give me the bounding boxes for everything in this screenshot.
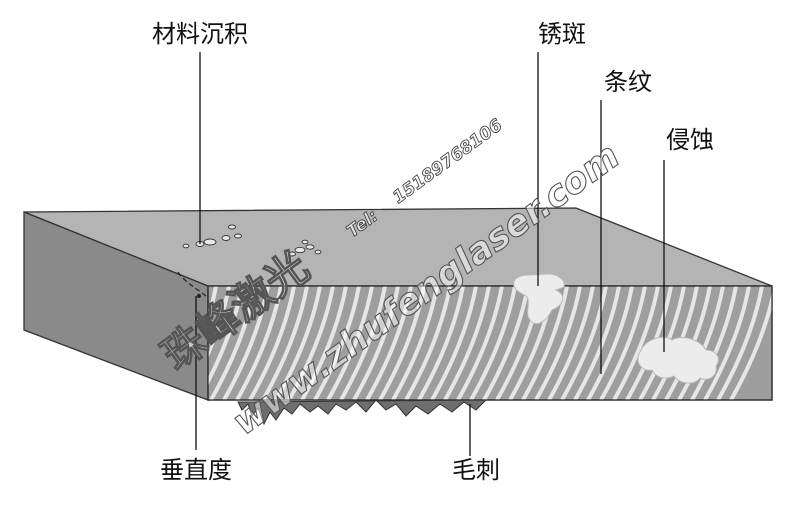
striation-line bbox=[469, 286, 517, 400]
striation-line bbox=[352, 286, 400, 400]
watermark-phone: 15189768106 bbox=[389, 115, 506, 208]
striation-line bbox=[560, 286, 608, 400]
striation-line bbox=[599, 286, 647, 400]
striation-line bbox=[521, 286, 569, 400]
label-deposit: 材料沉积 bbox=[152, 20, 248, 48]
striation-line bbox=[547, 286, 595, 400]
erosion-patch bbox=[637, 336, 719, 384]
striation-line bbox=[482, 286, 530, 400]
perpendicularity-arc bbox=[177, 271, 209, 299]
label-erosion: 侵蚀 bbox=[666, 126, 714, 154]
striation-line bbox=[235, 286, 283, 400]
striation-line bbox=[208, 286, 218, 400]
label-burr: 毛刺 bbox=[452, 456, 500, 484]
striation-lines bbox=[208, 286, 772, 400]
striation-line bbox=[222, 286, 270, 400]
striation-line bbox=[339, 286, 387, 400]
striation-line bbox=[287, 286, 335, 400]
striation-line bbox=[703, 286, 751, 400]
label-rust: 锈斑 bbox=[538, 20, 586, 48]
striation-line bbox=[404, 286, 452, 400]
striation-line bbox=[391, 286, 439, 400]
striation-line bbox=[716, 286, 764, 400]
striation-line bbox=[612, 286, 660, 400]
label-perpendicularity: 垂直度 bbox=[160, 456, 232, 484]
burr-dross bbox=[237, 399, 488, 426]
striation-line bbox=[690, 286, 738, 400]
deposit-spatter bbox=[182, 224, 322, 257]
striation-line bbox=[209, 286, 257, 400]
striation-line bbox=[261, 286, 309, 400]
rust-spot bbox=[513, 273, 565, 325]
striation-line bbox=[274, 286, 322, 400]
striation-line bbox=[573, 286, 621, 400]
striation-line bbox=[456, 286, 504, 400]
striation-line bbox=[248, 286, 296, 400]
striation-line bbox=[326, 286, 374, 400]
striation-line bbox=[443, 286, 491, 400]
striation-line bbox=[300, 286, 348, 400]
perpendicularity-point bbox=[197, 294, 201, 298]
striation-line bbox=[378, 286, 426, 400]
striation-line bbox=[365, 286, 413, 400]
striation-line bbox=[586, 286, 634, 400]
striation-line bbox=[677, 286, 725, 400]
striation-line bbox=[208, 286, 244, 400]
striation-line bbox=[208, 286, 231, 400]
striation-line bbox=[417, 286, 465, 400]
striation-line bbox=[313, 286, 361, 400]
striation-line bbox=[430, 286, 478, 400]
label-striation: 条纹 bbox=[604, 68, 652, 96]
metal-block bbox=[23, 207, 773, 401]
striation-line bbox=[534, 286, 582, 400]
striation-line bbox=[729, 286, 772, 400]
